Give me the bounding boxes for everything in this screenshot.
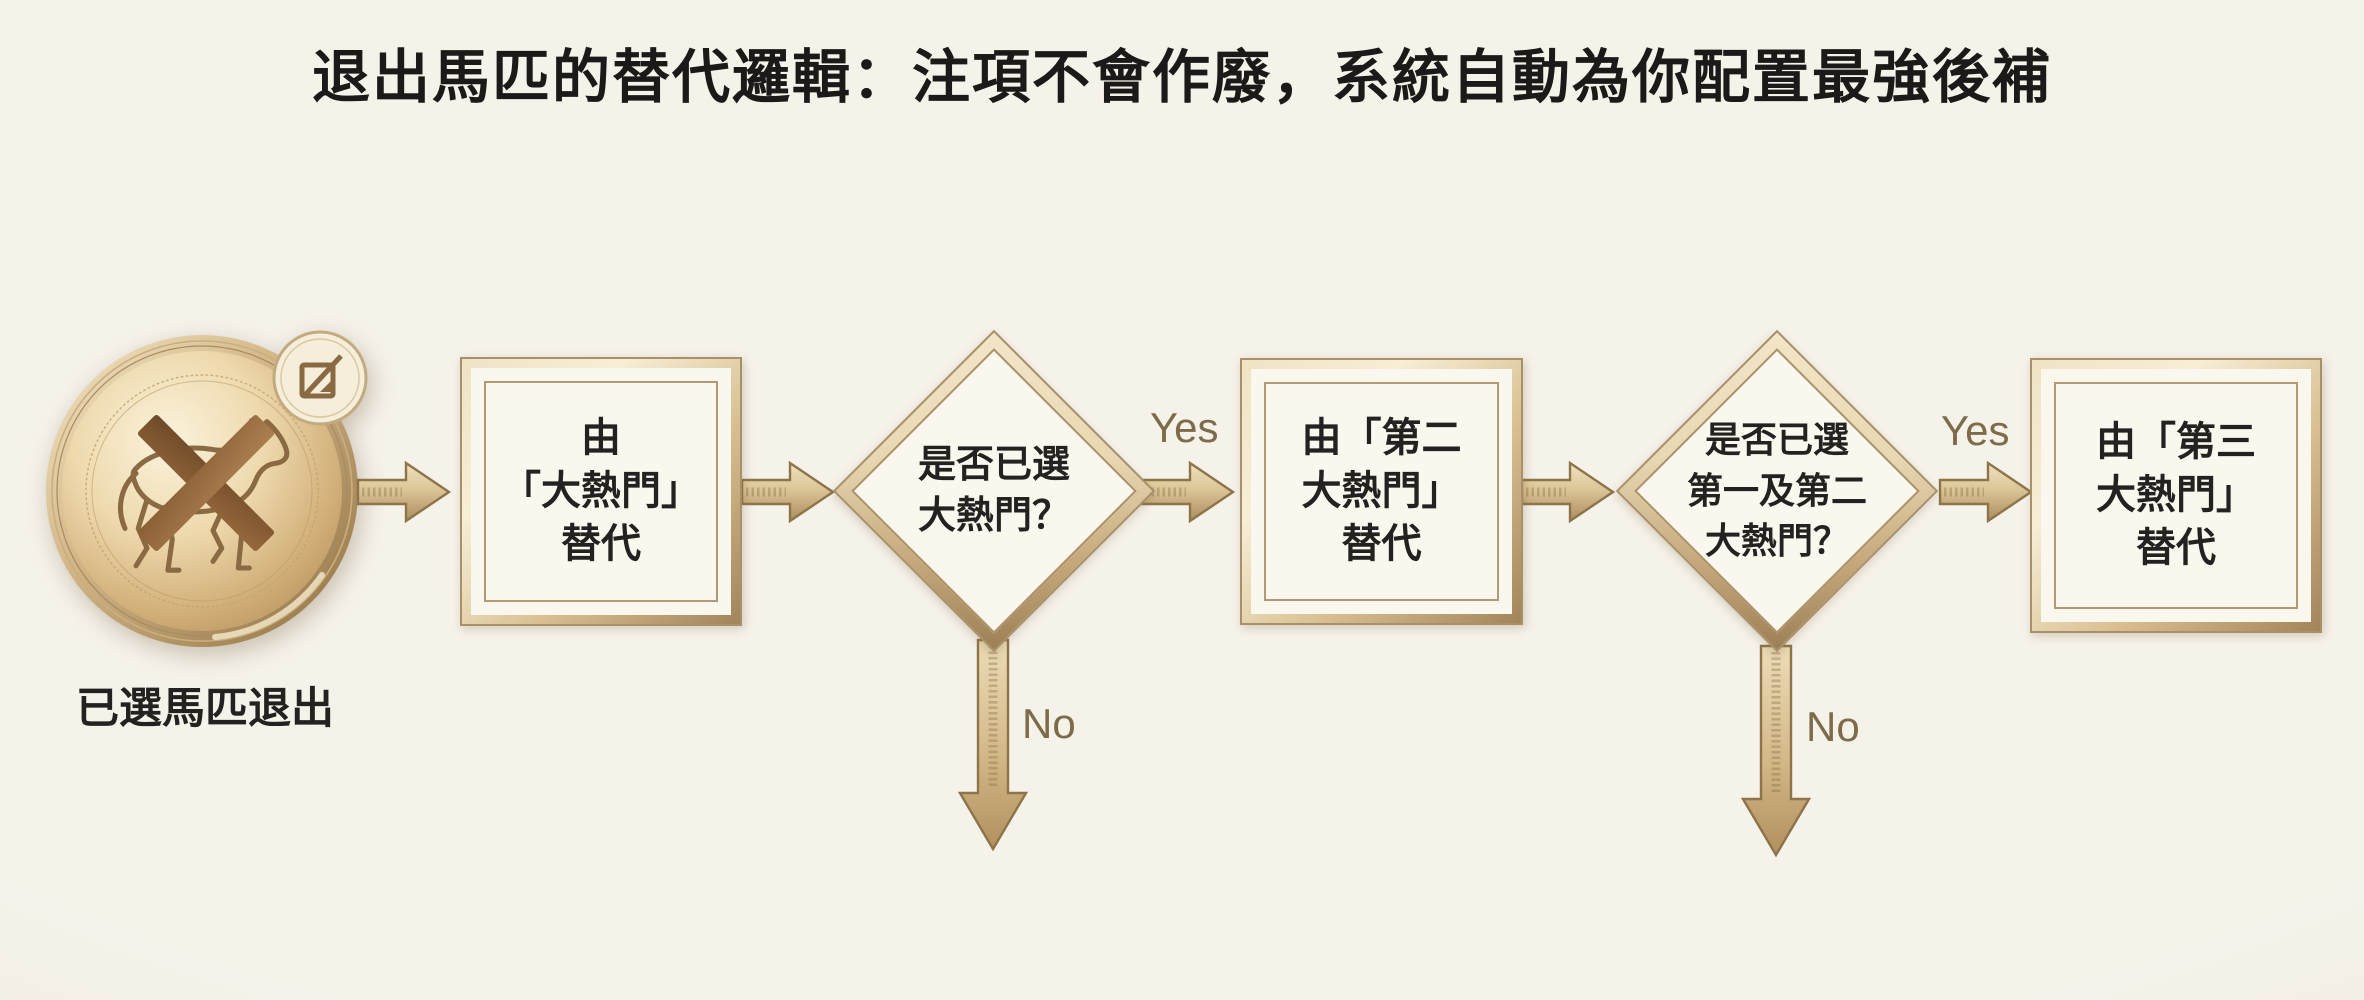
flow-arrow-second-to-decision2 bbox=[1520, 460, 1616, 524]
start-node-label: 已選馬匹退出 bbox=[76, 685, 334, 733]
process-box-line: 替代 bbox=[1341, 521, 1422, 566]
edit-disabled-badge-icon bbox=[272, 330, 368, 426]
process-box-third-favourite: 由「第三 大熱門」 替代 bbox=[2030, 358, 2322, 633]
page-title: 退出馬匹的替代邏輯：注項不會作廢，系統自動為你配置最強後補 bbox=[311, 45, 2052, 110]
process-box-favourite: 由 「大熱門」 替代 bbox=[460, 357, 742, 626]
process-box-line: 由 bbox=[581, 416, 621, 461]
decision-diamond-favourite-text: 是否已選 大熱門？ bbox=[917, 444, 1070, 537]
process-box-second-favourite: 由「第二 大熱門」 替代 bbox=[1240, 358, 1523, 625]
process-box-line: 替代 bbox=[561, 521, 641, 566]
flow-arrow-favourite-to-decision1 bbox=[740, 460, 836, 524]
flow-arrow-decision2-no bbox=[1741, 644, 1811, 858]
process-box-line: 「大熱門」 bbox=[501, 469, 701, 514]
flow-arrow-decision1-no bbox=[958, 638, 1028, 852]
process-box-line: 大熱門」 bbox=[2096, 473, 2256, 518]
decision-diamond-first-second-text: 是否已選 第一及第二 大熱門？ bbox=[1686, 419, 1867, 562]
yes-label: Yes bbox=[1941, 407, 2010, 454]
flow-arrow-decision2-yes bbox=[1938, 460, 2034, 524]
process-box-line: 大熱門」 bbox=[1301, 469, 1462, 514]
process-box-line: 由「第三 bbox=[2096, 420, 2256, 465]
process-box-line: 由「第二 bbox=[1301, 416, 1462, 461]
cross-icon bbox=[137, 414, 275, 552]
no-label: No bbox=[1806, 703, 1860, 750]
yes-label: Yes bbox=[1150, 404, 1219, 451]
process-box-line: 替代 bbox=[2136, 525, 2216, 570]
withdrawn-horse-coin-icon bbox=[46, 330, 368, 647]
flow-arrow-decision1-yes bbox=[1140, 460, 1236, 524]
flow-arrow-start-to-favourite bbox=[356, 460, 452, 524]
no-label: No bbox=[1022, 700, 1076, 747]
